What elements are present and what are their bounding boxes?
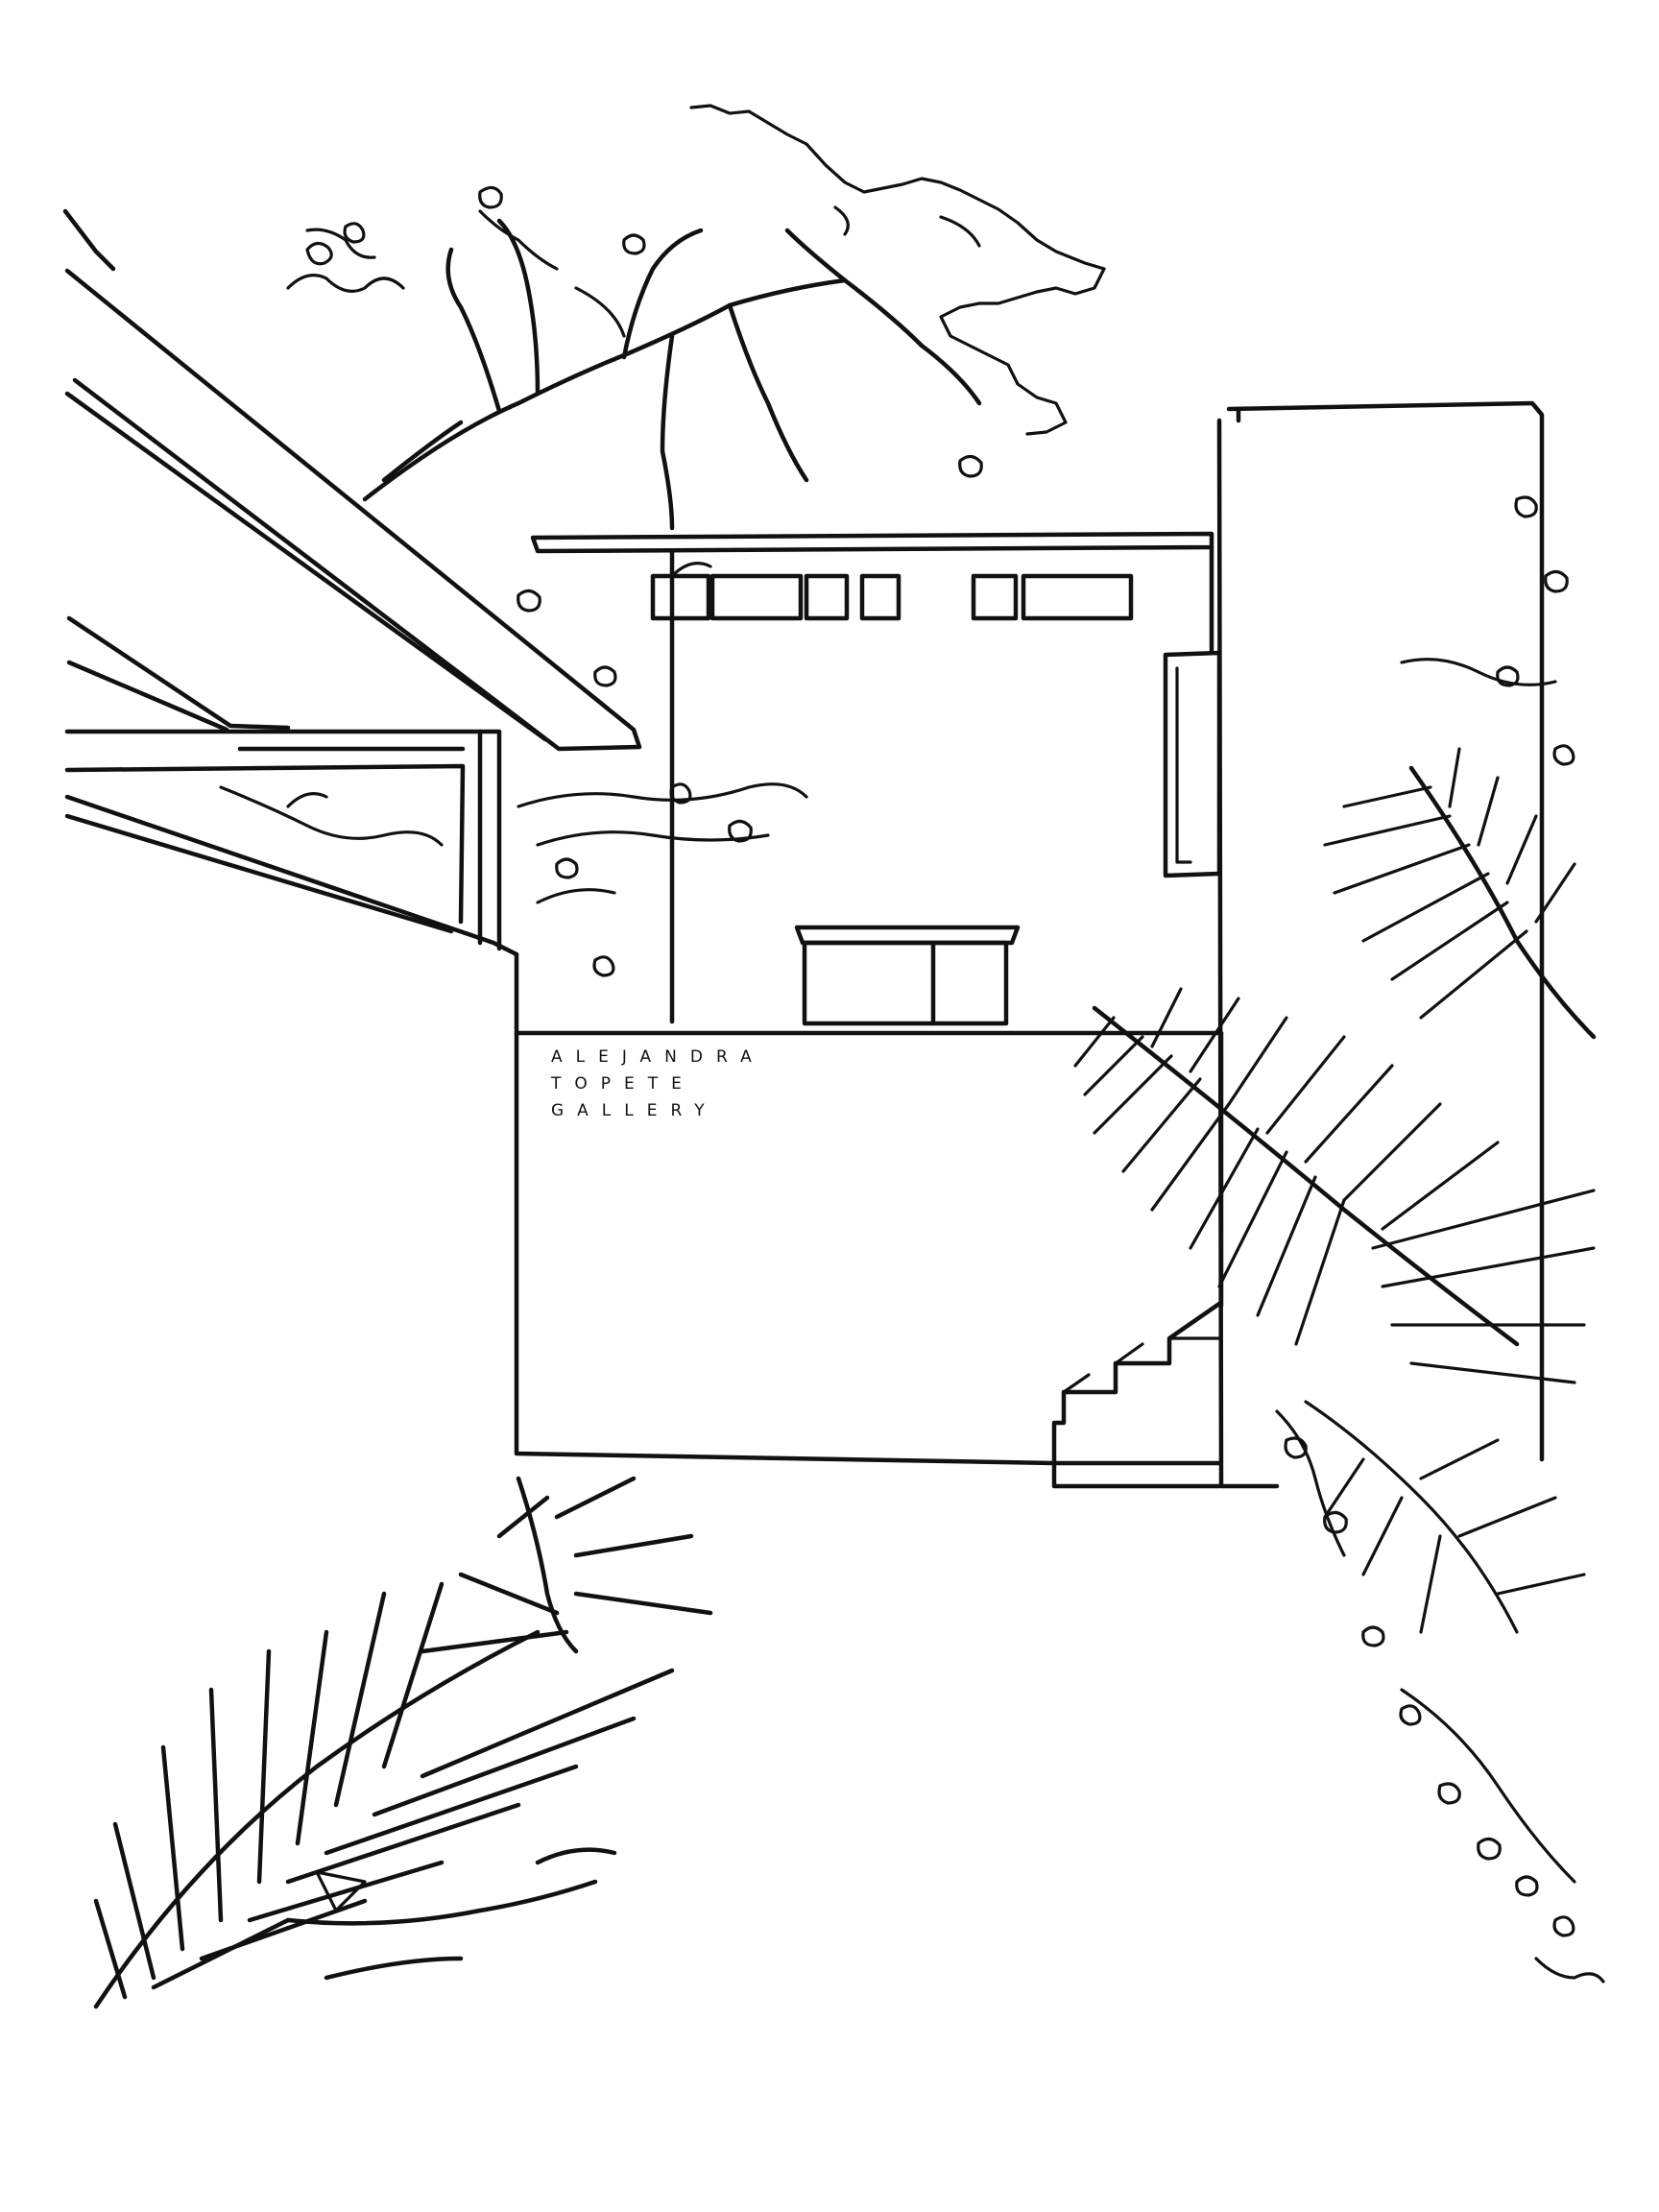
back-building: [530, 531, 1214, 1026]
gallery-sign-line-1: ALEJANDRA: [551, 1047, 765, 1067]
right-shrubbery: [1275, 495, 1605, 1984]
staircase: [1051, 1301, 1222, 1489]
tree-foliage: [219, 104, 1106, 977]
palm-fronds: [1073, 747, 1597, 1634]
clerestory-windows: [650, 573, 1134, 621]
gallery-sign-line-3: GALLERY: [551, 1101, 718, 1120]
lower-wall: [514, 951, 1224, 1489]
gallery-sign-line-2: TOPETE: [551, 1074, 695, 1094]
roof-canopy: [62, 208, 642, 957]
foreground-plants-left: [93, 1476, 713, 2009]
rooftop-box: [794, 925, 1021, 1026]
